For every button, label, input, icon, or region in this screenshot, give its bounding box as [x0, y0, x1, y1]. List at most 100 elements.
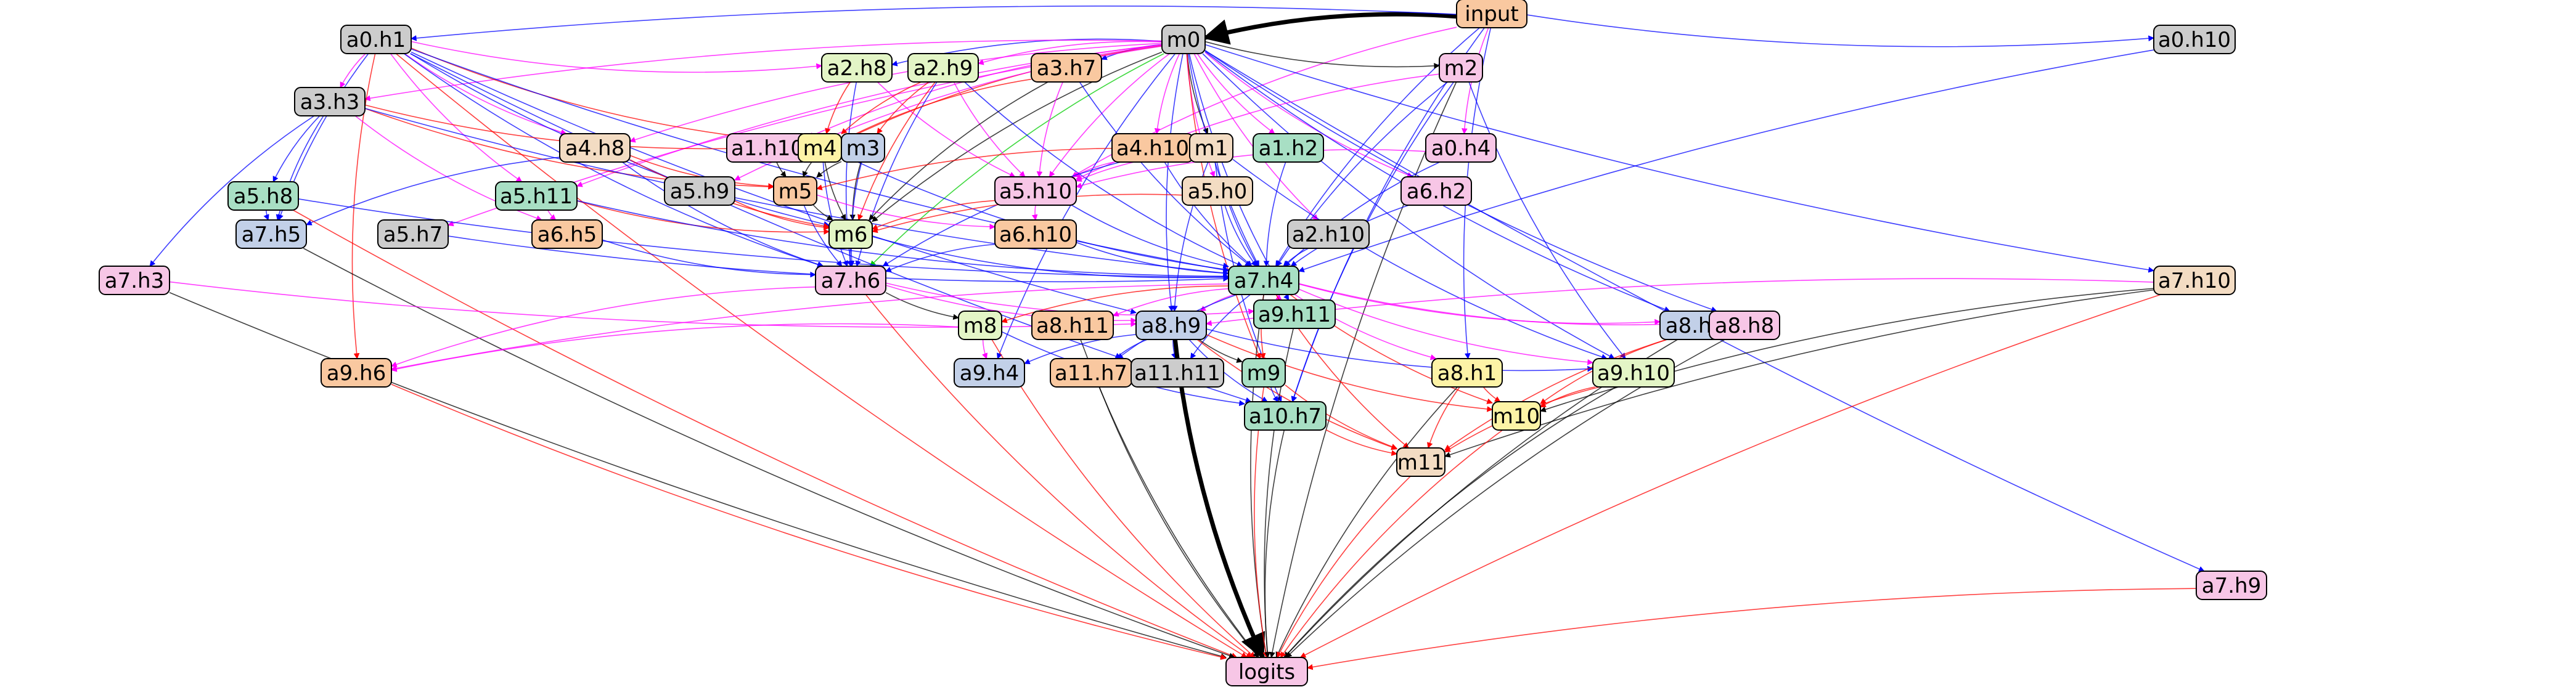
graph-edge — [1232, 159, 1608, 360]
graph-edge — [869, 81, 1049, 221]
graph-node: a1.h2 — [1253, 133, 1324, 163]
graph-edge — [1307, 588, 2197, 670]
graph-edge — [1285, 384, 1397, 450]
graph-node: a7.h5 — [235, 219, 307, 249]
graph-edge — [1204, 44, 2154, 273]
graph-node-label: a8.h9 — [1142, 314, 1201, 338]
graph-node-box — [559, 133, 631, 163]
graph-node-label: a2.h10 — [1292, 222, 1365, 247]
graph-node-box — [815, 266, 886, 295]
graph-edge — [602, 239, 816, 278]
graph-node-box — [1592, 358, 1675, 388]
graph-node-label: a8.h11 — [1036, 314, 1109, 338]
graph-node: a5.h10 — [994, 176, 1077, 206]
graph-edge — [1049, 53, 1171, 177]
graph-node-label: a8.h1 — [1437, 361, 1497, 386]
graph-node-box — [1161, 25, 1206, 54]
graph-edge — [411, 51, 1137, 315]
graph-node-box — [1709, 311, 1780, 340]
graph-edge — [621, 161, 824, 267]
graph-edge — [872, 236, 1229, 280]
graph-node: a2.h10 — [1287, 219, 1370, 249]
graph-node-box — [1135, 311, 1207, 340]
graph-edge — [1299, 294, 2161, 658]
graph-edge — [576, 200, 1229, 280]
graph-node-box — [1253, 133, 1324, 163]
graph-node-label: m2 — [1444, 56, 1478, 81]
graph-edge — [857, 81, 936, 221]
graph-edge — [870, 53, 1164, 267]
graph-node-box — [664, 176, 735, 206]
graph-edge — [1298, 49, 2154, 272]
graph-edge — [1224, 205, 1257, 267]
graph-node: a0.h10 — [2153, 25, 2236, 54]
graph-edge — [885, 292, 959, 320]
graph-node-label: a4.h8 — [565, 136, 624, 161]
graph-node-label: m8 — [963, 314, 997, 338]
graph-edge — [1200, 294, 1235, 312]
graph-node-box — [828, 219, 873, 249]
graph-edge — [1284, 161, 1441, 267]
graph-node: a8.h8 — [1709, 311, 1780, 340]
graph-edge — [1198, 339, 1243, 363]
graph-node-label: a5.h0 — [1188, 179, 1247, 204]
graph-edge — [1444, 289, 2154, 458]
graph-edge — [1540, 386, 1595, 408]
graph-node-label: a9.h4 — [960, 361, 1019, 386]
graph-node-box — [235, 219, 307, 249]
graph-edge — [1113, 288, 1229, 317]
graph-node: a4.h8 — [559, 133, 631, 163]
graph-edge — [391, 283, 1229, 372]
graph-edge — [1164, 161, 1253, 267]
graph-node-box — [1400, 176, 1472, 206]
graph-node: a11.h11 — [1131, 358, 1224, 388]
graph-edge — [964, 81, 1243, 267]
graph-node-box — [1228, 266, 1299, 295]
graph-node-box — [1244, 401, 1327, 431]
graph-node-box — [1396, 447, 1445, 477]
graph-node-label: a9.h11 — [1258, 303, 1331, 327]
graph-node: a8.h1 — [1431, 358, 1503, 388]
graph-node-label: a7.h3 — [105, 269, 164, 293]
graph-edge — [877, 81, 930, 134]
graph-edge — [1216, 161, 1259, 267]
graph-edge — [272, 115, 321, 182]
graph-node-label: a2.h9 — [914, 56, 973, 81]
graph-node: m3 — [841, 133, 885, 163]
graph-edge — [822, 161, 848, 267]
graph-node-label: a6.h10 — [999, 222, 1072, 247]
graph-node-box — [227, 181, 299, 211]
graph-edge — [1001, 285, 1229, 323]
graph-node-box — [495, 181, 578, 211]
graph-edge — [1076, 148, 1426, 189]
graph-node-box — [1287, 219, 1370, 249]
graph-node-box — [1182, 176, 1253, 206]
graph-node-box — [958, 311, 1002, 340]
graph-node-box — [99, 266, 170, 295]
graph-edge — [1079, 81, 1251, 267]
graph-node-box — [321, 358, 392, 388]
graph-edge — [576, 200, 830, 235]
graph-node-label: a7.h9 — [2202, 574, 2261, 598]
graph-edge — [391, 383, 1227, 661]
graph-edge — [1264, 429, 1285, 658]
graph-node: m11 — [1396, 447, 1445, 477]
graph-node: m2 — [1439, 53, 1483, 83]
graph-node-box — [1031, 311, 1114, 340]
graph-edge — [1190, 294, 1251, 359]
graph-node: m0 — [1161, 25, 1206, 54]
graph-edge — [263, 209, 269, 221]
graph-node-box — [340, 25, 412, 54]
graph-node: a7.h6 — [815, 266, 886, 295]
graph-node-label: a9.h10 — [1597, 361, 1670, 386]
graph-edge — [841, 81, 922, 134]
graph-node: a0.h1 — [340, 25, 412, 54]
graph-edge — [1188, 339, 1268, 402]
graph-node-label: m5 — [779, 179, 812, 204]
graph-node-label: m0 — [1167, 28, 1201, 52]
graph-node: m4 — [798, 133, 842, 163]
graph-node-label: a5.h9 — [670, 179, 729, 204]
graph-node: m9 — [1241, 358, 1286, 388]
